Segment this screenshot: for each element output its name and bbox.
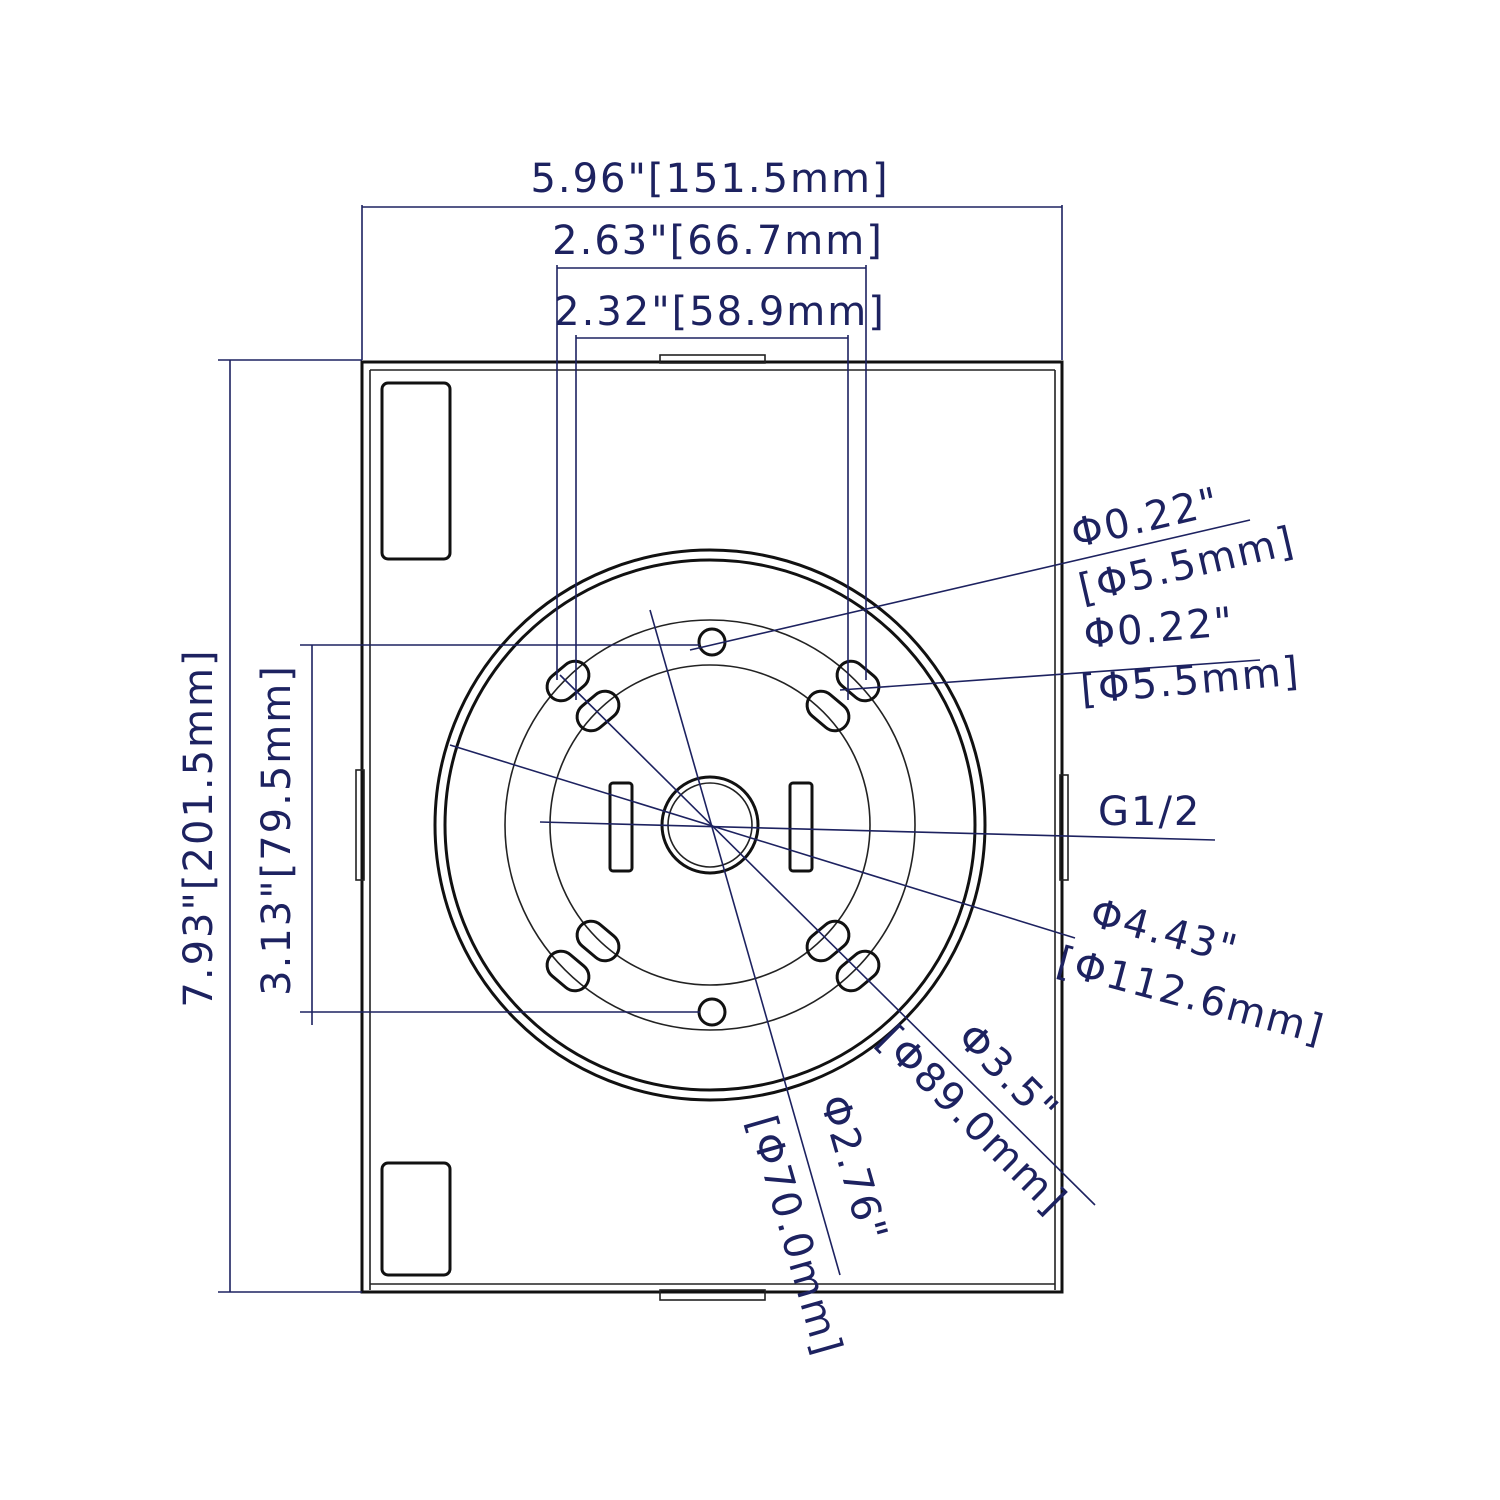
bottom-knockout (380, 1161, 452, 1277)
hole-spacing-inner-label: 2.32"[58.9mm] (554, 289, 886, 335)
top-knockout (380, 381, 452, 561)
pcd-small-in-label: Φ2.76" (810, 1090, 896, 1248)
dimension-lines (218, 205, 1261, 1293)
box-outline (355, 354, 1069, 1301)
vertical-spacing-label: 3.13"[79.5mm] (254, 664, 300, 996)
thread-label: G1/2 (1098, 789, 1201, 835)
hole-dia-2-mm-label: [Φ5.5mm] (1079, 648, 1302, 713)
overall-width-label: 5.96"[151.5mm] (530, 156, 889, 202)
overall-height-label: 7.93"[201.5mm] (176, 648, 222, 1007)
hole-spacing-outer-label: 2.63"[66.7mm] (552, 218, 884, 264)
hole-dia-2-in-label: Φ0.22" (1082, 599, 1236, 658)
